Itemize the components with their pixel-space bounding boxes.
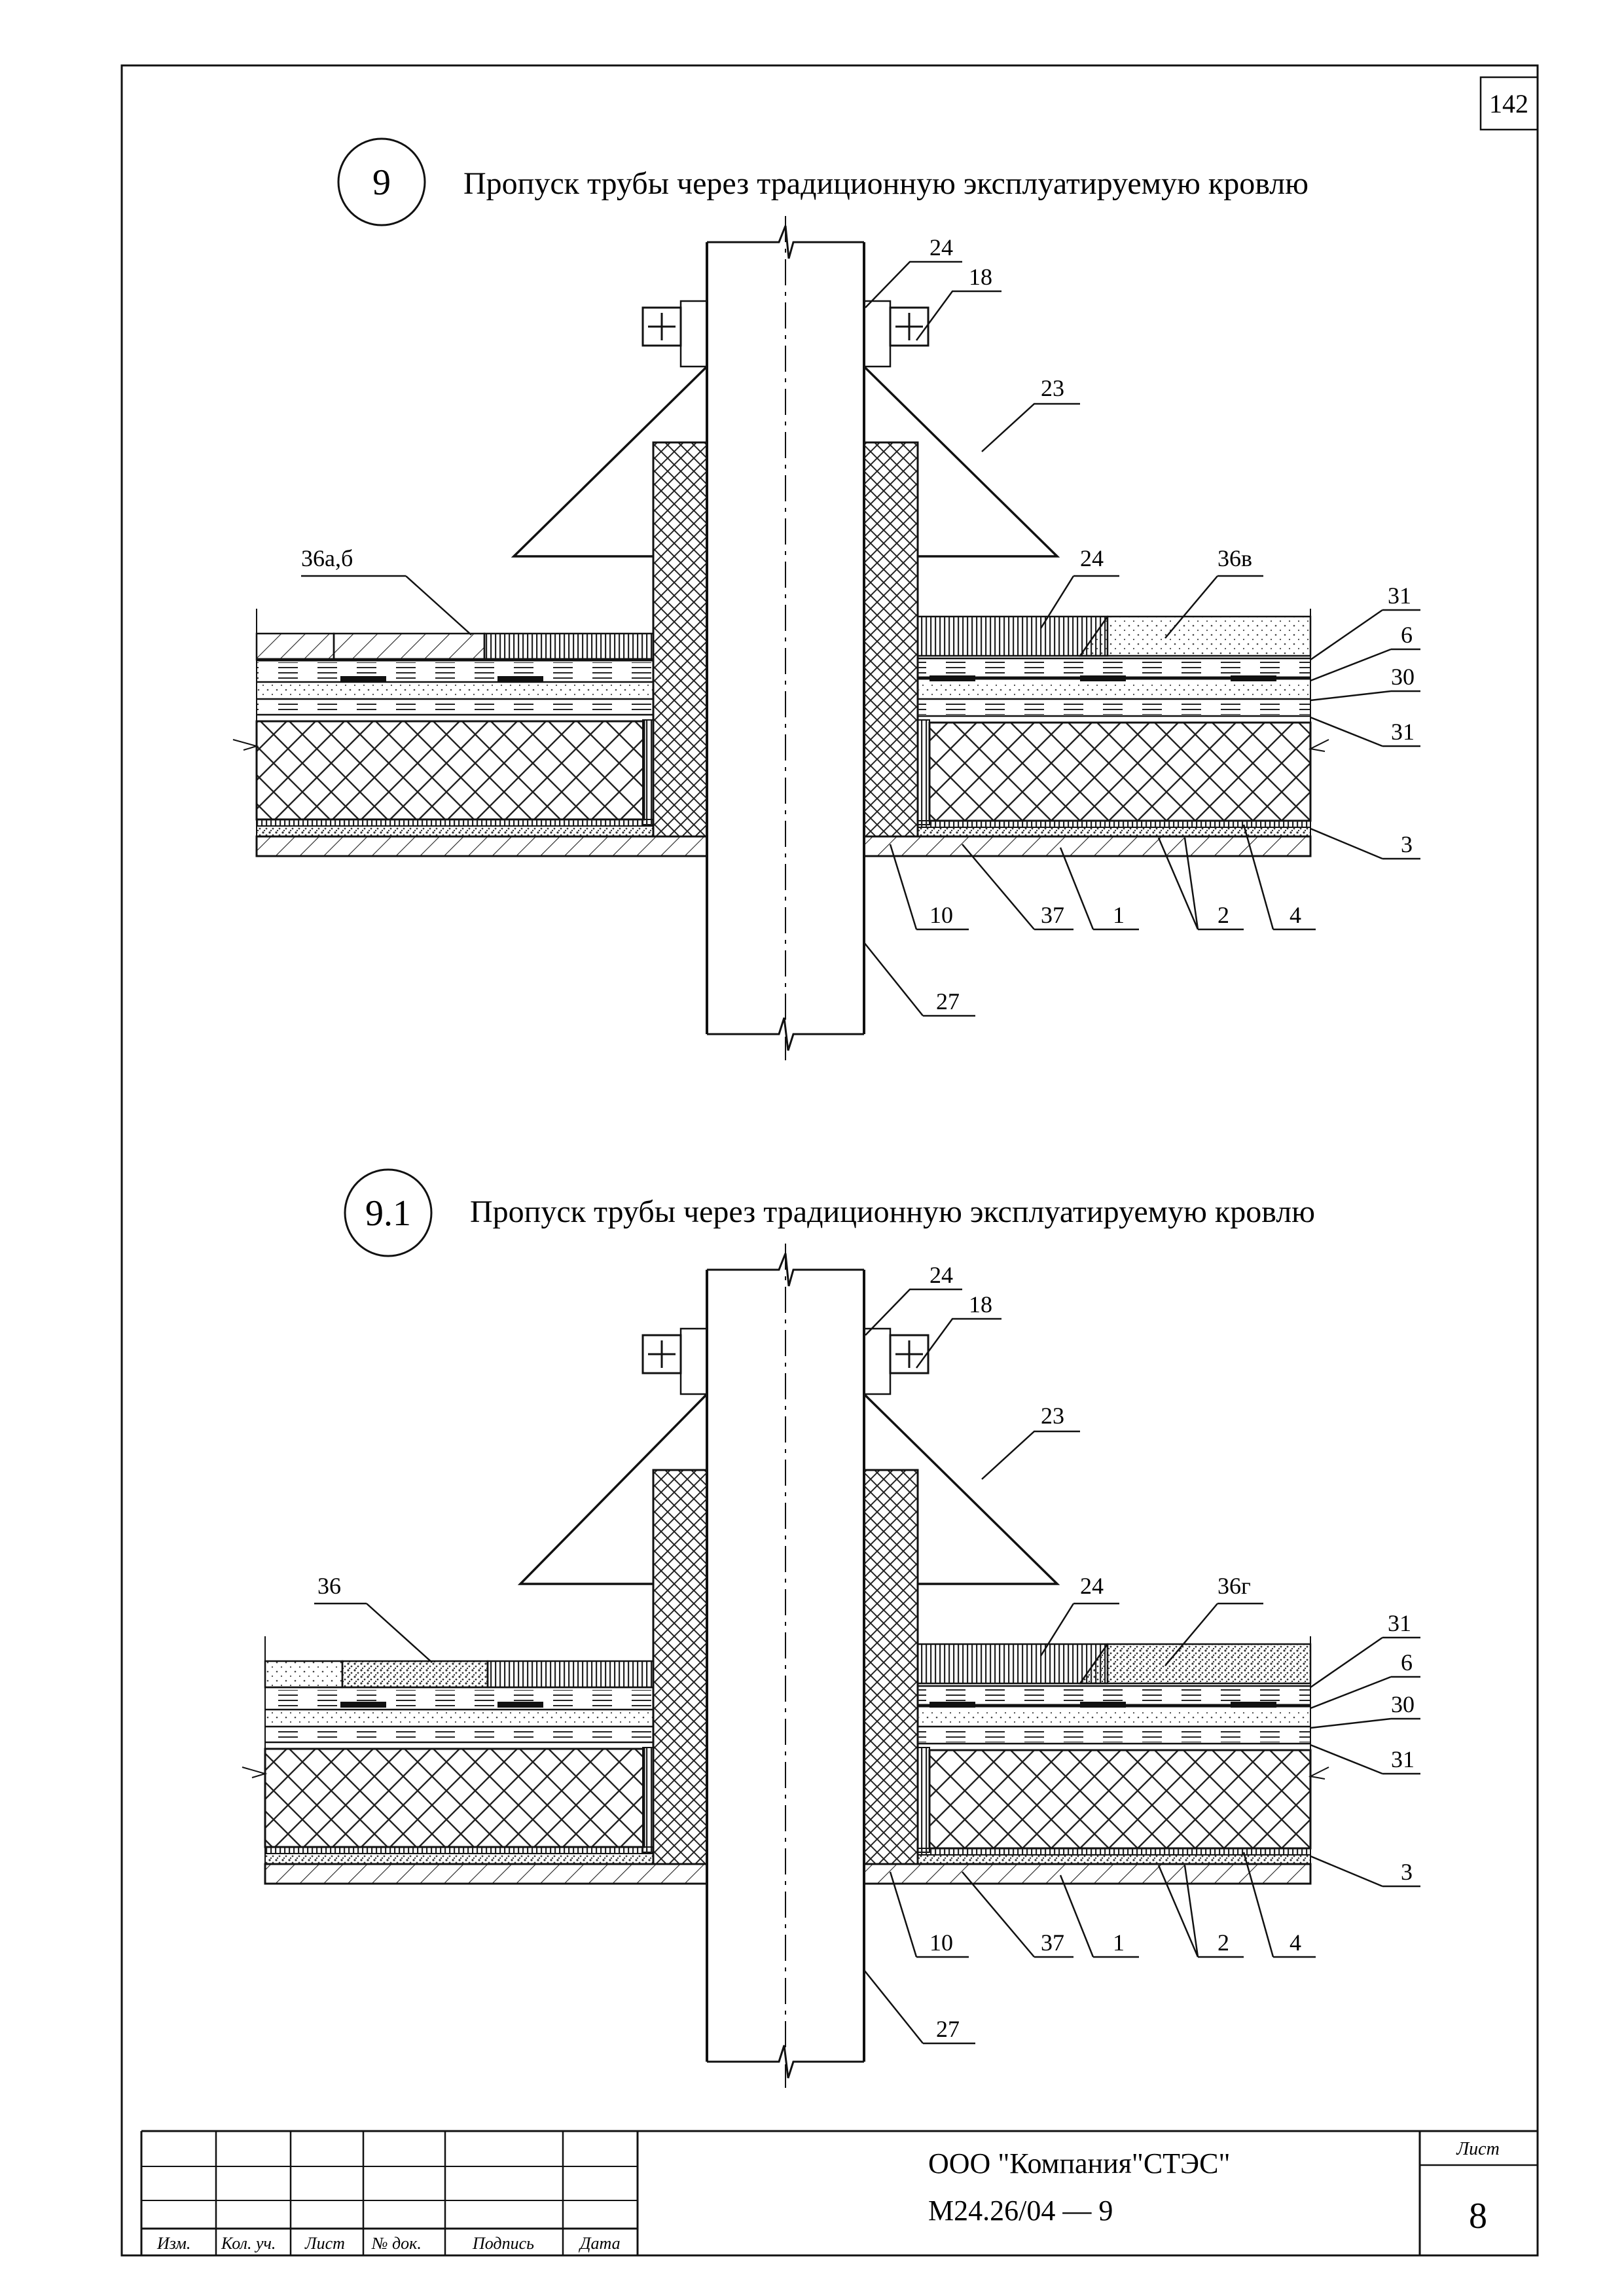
callout-6: 6 — [1401, 622, 1413, 648]
callout-fill-right: 36г — [1218, 1573, 1251, 1599]
callout-10: 10 — [929, 1929, 953, 1956]
sheet-frame — [120, 64, 1539, 2257]
callout-3: 3 — [1401, 831, 1413, 857]
callout-31b: 31 — [1391, 719, 1415, 745]
callout-fill-left: 36 — [317, 1573, 341, 1599]
sheet-number-box — [1479, 76, 1539, 131]
callout-fill-right: 36в — [1218, 545, 1252, 571]
detail-marker-circle — [337, 137, 426, 226]
leaders — [314, 1288, 1420, 2045]
callout-23: 23 — [1041, 1403, 1064, 1429]
callout-24-top: 24 — [929, 1262, 953, 1288]
callout-2: 2 — [1218, 902, 1229, 928]
callout-24-mid: 24 — [1080, 1573, 1104, 1599]
callout-31a: 31 — [1388, 1610, 1411, 1636]
clamp-right — [863, 300, 929, 368]
col-header-doc-no: № док. — [371, 2234, 422, 2253]
detail-number: 9 — [372, 162, 391, 203]
insulation-sleeve-left — [652, 441, 708, 838]
callout-6: 6 — [1401, 1649, 1413, 1676]
callout-1: 1 — [1113, 902, 1125, 928]
callout-27: 27 — [936, 988, 960, 1014]
callout-37: 37 — [1041, 902, 1064, 928]
collar-cone — [517, 1393, 1060, 1585]
roof-layers-left — [242, 1636, 708, 1885]
callout-4: 4 — [1290, 1929, 1301, 1956]
callout-fill-left: 36а,б — [301, 545, 353, 571]
col-header-signature: Подпись — [472, 2234, 534, 2253]
detail-9-1: 9.1 Пропуск трубы через традиционную экс… — [242, 1168, 1420, 2088]
col-header-kol-uch: Кол. уч. — [221, 2234, 276, 2253]
callout-24-mid: 24 — [1080, 545, 1104, 571]
callouts: 24 18 23 36 24 36г 31 6 30 31 3 10 37 1 … — [317, 1262, 1415, 2042]
col-header-list: Лист — [304, 2234, 345, 2253]
company-name: ООО "Компания"СТЭС" — [928, 2147, 1230, 2179]
title-block-text: Изм. Кол. уч. Лист № док. Подпись Дата — [156, 2234, 621, 2253]
clamp-right — [863, 1327, 929, 1395]
roof-layers-right — [863, 1636, 1329, 1885]
col-header-date: Дата — [578, 2234, 621, 2253]
roof-layers-left — [232, 609, 708, 857]
detail-marker-circle — [344, 1168, 433, 1257]
callout-10: 10 — [929, 902, 953, 928]
document-code: М24.26/04 — 9 — [928, 2195, 1113, 2227]
clamp-left — [641, 1327, 708, 1395]
callout-1: 1 — [1113, 1929, 1125, 1956]
callout-30: 30 — [1391, 1691, 1415, 1717]
callout-31b: 31 — [1391, 1746, 1415, 1772]
col-header-izm: Изм. — [156, 2234, 190, 2253]
sheet-number: 8 — [1469, 2196, 1487, 2236]
callout-24-top: 24 — [929, 234, 953, 260]
callouts: 24 18 23 36а,б 24 36в 31 6 30 31 3 10 37… — [301, 234, 1415, 1014]
sheet-label: Лист — [1456, 2139, 1500, 2159]
callout-18: 18 — [969, 1291, 992, 1318]
callout-4: 4 — [1290, 902, 1301, 928]
detail-title: Пропуск трубы через традиционную эксплуа… — [470, 1194, 1315, 1229]
callout-30: 30 — [1391, 664, 1415, 690]
callout-2: 2 — [1218, 1929, 1229, 1956]
clamp-left — [641, 300, 708, 368]
callout-23: 23 — [1041, 375, 1064, 401]
callout-27: 27 — [936, 2016, 960, 2042]
callout-18: 18 — [969, 264, 992, 290]
detail-number: 9.1 — [365, 1193, 411, 1234]
sheet-top-number: 142 — [1489, 89, 1528, 118]
collar-cone — [511, 365, 1060, 558]
pipe — [706, 216, 865, 1060]
callout-37: 37 — [1041, 1929, 1064, 1956]
title-block — [140, 2130, 1538, 2255]
callout-3: 3 — [1401, 1859, 1413, 1885]
pipe — [706, 1244, 865, 2088]
detail-9: 9 Пропуск трубы через традиционную экспл… — [232, 137, 1420, 1060]
insulation-sleeve-left — [652, 1469, 708, 1865]
insulation-sleeve-right — [863, 1469, 919, 1865]
detail-title: Пропуск трубы через традиционную эксплуа… — [463, 166, 1308, 201]
insulation-sleeve-right — [863, 441, 919, 838]
leaders — [301, 260, 1420, 1017]
roof-layers-right — [863, 609, 1329, 857]
callout-31a: 31 — [1388, 583, 1411, 609]
